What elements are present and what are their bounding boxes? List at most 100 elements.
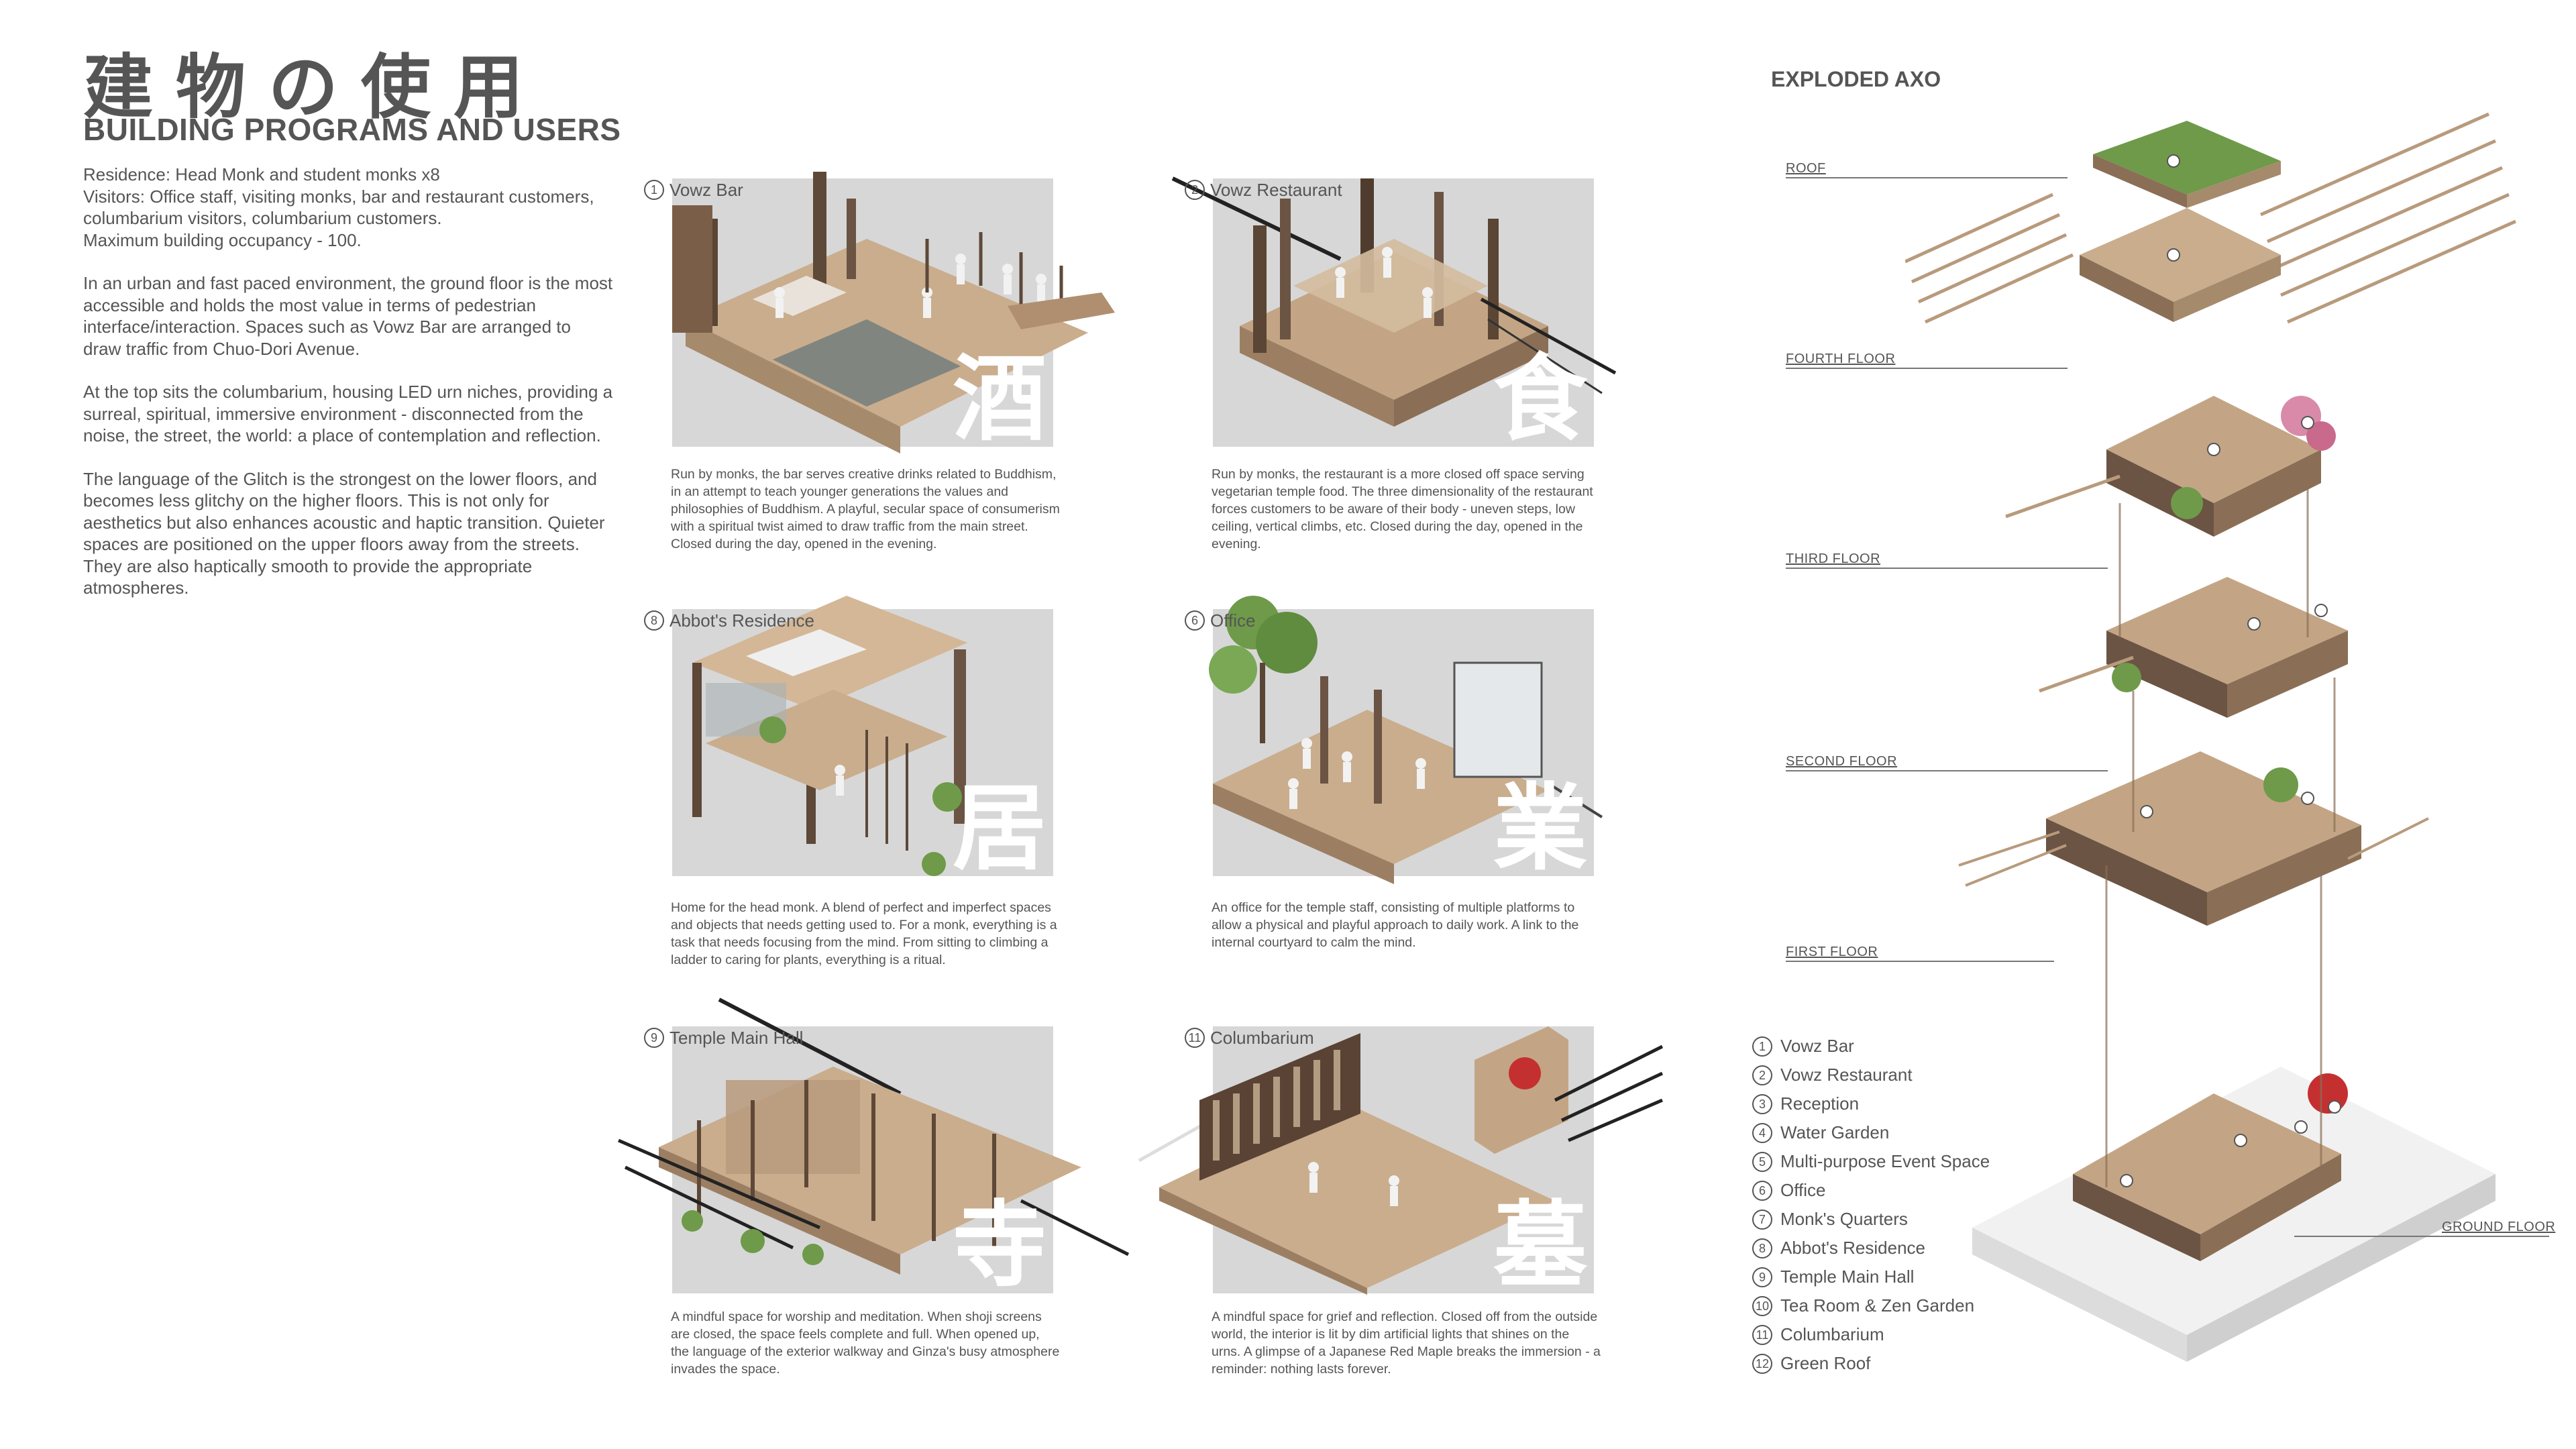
panel-image-office: 業 — [1209, 596, 1603, 884]
vowz-restaurant-axonometric — [1171, 176, 1617, 427]
legend-number: 11 — [1752, 1324, 1772, 1345]
intro-text: Residence: Head Monk and student monks x… — [83, 164, 613, 599]
leader-line-second-floor — [1786, 770, 2108, 771]
legend-label: Tea Room & Zen Garden — [1780, 1295, 1975, 1316]
intro-paragraph-1: Residence: Head Monk and student monks x… — [83, 164, 594, 250]
program-label-office: 6 Office — [1185, 610, 1255, 631]
kanji-office: 業 — [1493, 774, 1587, 883]
legend-item: 9 Temple Main Hall — [1752, 1263, 2034, 1291]
legend-number: 3 — [1752, 1093, 1772, 1114]
legend-label: Multi-purpose Event Space — [1780, 1151, 1990, 1171]
legend-label: Vowz Bar — [1780, 1036, 1854, 1056]
program-label-vowz-restaurant: 2 Vowz Restaurant — [1185, 180, 1342, 200]
panel-image-abbots-residence: 居 — [672, 596, 1053, 883]
floor-label-fourth-floor: FOURTH FLOOR — [1786, 352, 1896, 366]
program-desc-temple-main-hall: A mindful space for worship and meditati… — [671, 1309, 1060, 1377]
leader-line-roof — [1786, 177, 2068, 178]
legend-number: 9 — [1752, 1267, 1772, 1287]
kanji-temple-main-hall: 寺 — [952, 1191, 1046, 1301]
legend-number: 2 — [1752, 1065, 1772, 1085]
leader-line-ground-floor — [2294, 1236, 2549, 1237]
legend-item: 7 Monk's Quarters — [1752, 1205, 2034, 1234]
japanese-title: 建物の使用 — [83, 46, 547, 128]
second-floor-level — [2039, 577, 2348, 718]
legend-label: Columbarium — [1780, 1324, 1884, 1344]
program-name-temple-main-hall: Temple Main Hall — [669, 1028, 804, 1048]
legend-number: 5 — [1752, 1151, 1772, 1172]
kanji-vowz-bar: 酒 — [952, 345, 1046, 454]
kanji-abbots-residence: 居 — [952, 774, 1046, 883]
floor-label-second-floor: SECOND FLOOR — [1786, 754, 1898, 769]
program-name-abbots-residence: Abbot's Residence — [669, 610, 814, 631]
intro-paragraph-3: At the top sits the columbarium, housing… — [83, 382, 613, 445]
legend-number: 8 — [1752, 1238, 1772, 1258]
exploded-axonometric-drawing — [1905, 112, 2517, 1362]
legend-item: 3 Reception — [1752, 1089, 2034, 1118]
vowz-bar-axonometric — [672, 172, 1115, 453]
legend-label: Green Roof — [1780, 1353, 1871, 1373]
panel-image-vowz-restaurant: 食 — [1171, 176, 1617, 454]
legend-item: 12 Green Roof — [1752, 1349, 2034, 1378]
program-number-2: 2 — [1185, 180, 1205, 200]
legend-number: 1 — [1752, 1036, 1772, 1057]
temple-main-hall-axonometric — [618, 998, 1130, 1275]
legend-number: 4 — [1752, 1122, 1772, 1143]
abbots-residence-axonometric — [692, 596, 967, 876]
program-label-temple-main-hall: 9 Temple Main Hall — [644, 1028, 803, 1048]
roof-level — [2093, 121, 2281, 208]
legend-item: 1 Vowz Bar — [1752, 1032, 2034, 1061]
panel-image-vowz-bar: 酒 — [672, 172, 1115, 454]
program-label-abbots-residence: 8 Abbot's Residence — [644, 610, 814, 631]
columbarium-axonometric — [1138, 1026, 1664, 1295]
program-number-1: 1 — [644, 180, 664, 200]
program-desc-abbots-residence: Home for the head monk. A blend of perfe… — [671, 900, 1057, 967]
legend-item: 4 Water Garden — [1752, 1118, 2034, 1147]
legend-item: 2 Vowz Restaurant — [1752, 1061, 2034, 1089]
panel-image-temple-main-hall: 寺 — [618, 998, 1130, 1301]
fourth-floor-level — [1905, 112, 2517, 324]
program-name-columbarium: Columbarium — [1210, 1028, 1314, 1048]
legend-label: Temple Main Hall — [1780, 1267, 1915, 1287]
program-number-8: 8 — [644, 610, 664, 631]
leader-line-third-floor — [1786, 568, 2108, 569]
legend-item: 8 Abbot's Residence — [1752, 1234, 2034, 1263]
legend-item: 11 Columbarium — [1752, 1320, 2034, 1349]
leader-line-fourth-floor — [1786, 368, 2068, 369]
intro-paragraph-2: In an urban and fast paced environment, … — [83, 273, 613, 359]
leader-line-first-floor — [1786, 961, 2054, 962]
legend-number: 10 — [1752, 1295, 1772, 1316]
legend-label: Reception — [1780, 1093, 1860, 1114]
first-floor-level — [1958, 751, 2429, 926]
legend-item: 10 Tea Room & Zen Garden — [1752, 1291, 2034, 1320]
program-name-vowz-bar: Vowz Bar — [669, 180, 743, 200]
kanji-vowz-restaurant: 食 — [1493, 345, 1587, 454]
floor-label-first-floor: FIRST FLOOR — [1786, 945, 1878, 959]
program-number-11: 11 — [1185, 1028, 1205, 1048]
legend-number: 12 — [1752, 1353, 1772, 1374]
exploded-axo-title: EXPLODED AXO — [1771, 67, 1941, 91]
kanji-columbarium: 墓 — [1493, 1191, 1587, 1301]
legend-number: 6 — [1752, 1180, 1772, 1201]
legend-label: Water Garden — [1780, 1122, 1890, 1142]
program-desc-vowz-bar: Run by monks, the bar serves creative dr… — [671, 467, 1060, 551]
page-title: BUILDING PROGRAMS AND USERS — [83, 112, 621, 147]
legend-label: Abbot's Residence — [1780, 1238, 1925, 1258]
program-label-columbarium: 11 Columbarium — [1185, 1028, 1314, 1048]
program-name-vowz-restaurant: Vowz Restaurant — [1210, 180, 1342, 200]
intro-paragraph-4: The language of the Glitch is the strong… — [83, 468, 605, 598]
third-floor-level — [2005, 396, 2336, 537]
floor-label-third-floor: THIRD FLOOR — [1786, 551, 1881, 566]
program-number-6: 6 — [1185, 610, 1205, 631]
legend-number: 7 — [1752, 1209, 1772, 1230]
program-desc-columbarium: A mindful space for grief and reflection… — [1212, 1309, 1601, 1377]
panel-image-columbarium: 墓 — [1138, 1026, 1664, 1301]
office-axonometric — [1209, 596, 1603, 884]
program-name-office: Office — [1210, 610, 1256, 631]
ground-floor-level — [1972, 1067, 2496, 1362]
legend-item: 5 Multi-purpose Event Space — [1752, 1147, 2034, 1176]
program-number-9: 9 — [644, 1028, 664, 1048]
legend-label: Vowz Restaurant — [1780, 1065, 1913, 1085]
legend-label: Monk's Quarters — [1780, 1209, 1908, 1229]
floor-label-ground-floor: GROUND FLOOR — [2442, 1220, 2556, 1234]
